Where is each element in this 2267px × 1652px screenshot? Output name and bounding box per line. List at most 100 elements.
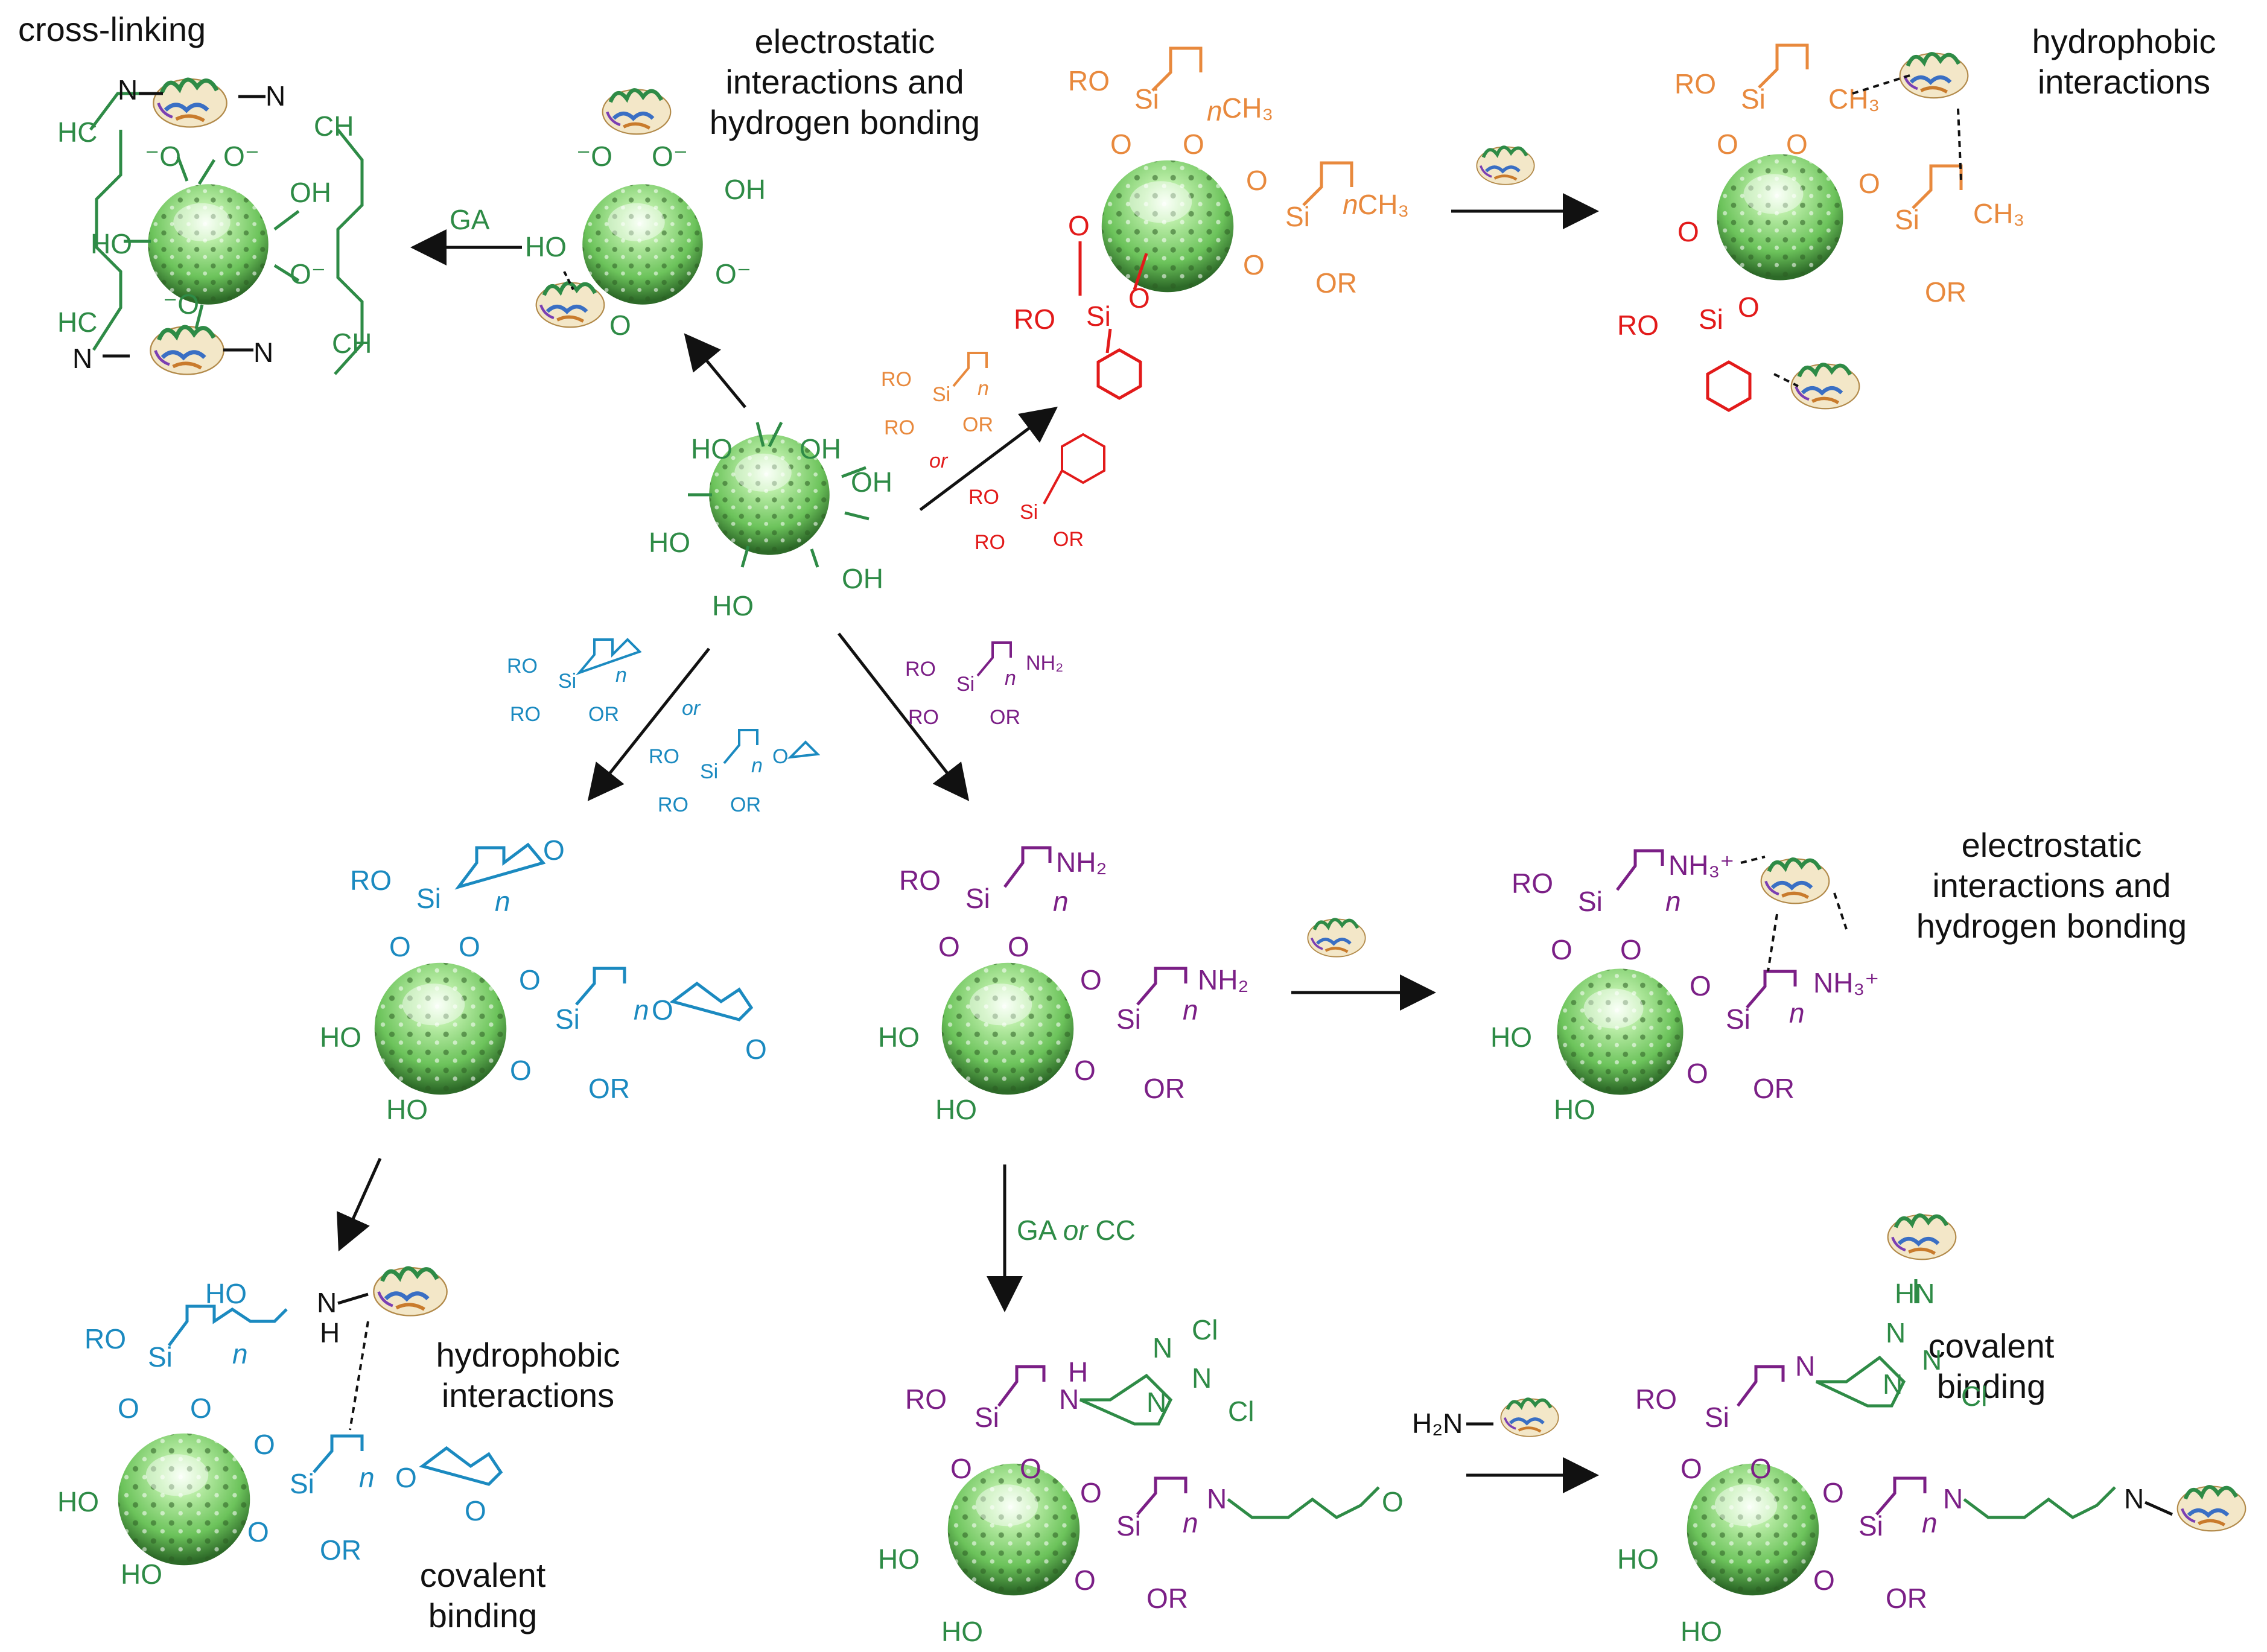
svg-text:n: n (634, 994, 649, 1026)
svg-text:O: O (1551, 934, 1572, 965)
svg-text:N: N (1886, 1317, 1906, 1349)
svg-text:OR: OR (1886, 1583, 1927, 1614)
svg-text:hydrophobic: hydrophobic (436, 1336, 620, 1374)
svg-text:O: O (1690, 970, 1711, 1002)
svg-text:O: O (1080, 1477, 1102, 1508)
svg-text:O: O (190, 1393, 212, 1424)
svg-text:CH₃: CH₃ (1973, 198, 2024, 229)
enzyme-icon (1900, 54, 1968, 98)
svg-text:HC: HC (57, 307, 97, 338)
particle-icon (1101, 160, 1234, 293)
svg-text:n: n (751, 754, 763, 777)
caption-crosslinking: cross-linking (18, 10, 206, 48)
svg-text:n: n (232, 1338, 248, 1370)
particle-icon (1717, 154, 1843, 281)
enzyme-icon (536, 283, 605, 328)
enzyme-icon (1888, 1215, 1956, 1260)
svg-text:Si: Si (975, 1402, 999, 1433)
reagent-or: or (682, 697, 701, 720)
reagent-alkyl-silane: RO Si RO OR n (881, 352, 993, 439)
svg-text:OR: OR (588, 703, 619, 726)
svg-text:n: n (1343, 189, 1358, 220)
svg-text:Si: Si (1020, 501, 1038, 524)
particle-icon (1557, 968, 1684, 1095)
svg-text:HO: HO (649, 527, 690, 558)
svg-text:O⁻: O⁻ (223, 141, 259, 172)
svg-text:O: O (1080, 964, 1102, 996)
reagent-epoxy-silane: RO Si RO OR n (507, 638, 642, 726)
caption-covalent-left: covalent binding (420, 1556, 546, 1635)
svg-text:Si: Si (932, 383, 950, 406)
svg-text:O: O (950, 1453, 972, 1484)
enzyme-icon (1761, 859, 1830, 904)
svg-text:OR: OR (990, 706, 1020, 729)
svg-text:HO: HO (712, 590, 754, 621)
svg-text:O: O (772, 745, 788, 768)
reagent-amino-silane: RO Si RO OR n NH₂ (905, 641, 1063, 729)
svg-text:electrostatic: electrostatic (1962, 826, 2142, 864)
svg-text:n: n (978, 377, 989, 400)
svg-text:binding: binding (1937, 1367, 2046, 1405)
arrow-to-epoxy (587, 647, 710, 801)
svg-text:binding: binding (428, 1596, 538, 1635)
svg-text:interactions and: interactions and (1932, 866, 2170, 904)
caption-electrostatic-top: electrostatic interactions and hydrogen … (710, 22, 980, 141)
svg-text:HO: HO (121, 1558, 162, 1590)
svg-text:RO: RO (905, 1384, 947, 1415)
particle-icon (374, 962, 507, 1095)
svg-text:HO: HO (320, 1021, 361, 1053)
svg-text:n: n (1183, 1507, 1198, 1539)
svg-text:O: O (1750, 1453, 1772, 1484)
svg-text:O: O (247, 1516, 269, 1548)
svg-text:n: n (1207, 95, 1223, 127)
reagent-ga: GA (450, 204, 490, 235)
svg-text:HO: HO (525, 231, 567, 262)
svg-text:N: N (1943, 1483, 1963, 1514)
enzyme-icon (374, 1268, 447, 1315)
svg-text:HC: HC (57, 116, 97, 148)
svg-text:RO: RO (968, 486, 999, 509)
svg-text:HO: HO (386, 1094, 428, 1125)
svg-text:OR: OR (1146, 1583, 1188, 1614)
enzyme-icon (603, 90, 671, 135)
svg-text:hydrogen bonding: hydrogen bonding (1916, 907, 2187, 945)
svg-text:⁻O: ⁻O (576, 141, 612, 172)
svg-text:O: O (253, 1429, 275, 1460)
svg-text:OR: OR (962, 413, 993, 436)
svg-text:electrostatic: electrostatic (755, 22, 935, 60)
svg-text:OR: OR (1753, 1073, 1795, 1104)
svg-text:OH: OH (724, 174, 766, 205)
enzyme-icon (1501, 1399, 1558, 1436)
enzyme-icon (153, 79, 226, 127)
svg-text:covalent: covalent (420, 1556, 546, 1594)
svg-text:OH: OH (290, 177, 331, 208)
svg-text:N: N (72, 343, 92, 374)
svg-text:Si: Si (965, 883, 990, 914)
svg-text:NH₃⁺: NH₃⁺ (1668, 850, 1734, 881)
svg-text:HO: HO (91, 228, 132, 259)
svg-text:N: N (1192, 1362, 1212, 1394)
epoxy-structure: RO Si O O n O O Si O n O OR O HO HO (320, 834, 767, 1125)
svg-text:NH₂: NH₂ (1026, 652, 1063, 675)
svg-text:N: N (1059, 1384, 1079, 1415)
covalent-structure: RO Si O O N O Si n N O OR HN N N N Cl N … (1617, 1215, 2245, 1647)
arrow-to-hydrophobic-silane (919, 407, 1058, 511)
svg-text:HO: HO (205, 1278, 247, 1309)
particle-icon (582, 184, 703, 305)
svg-text:RO: RO (507, 655, 538, 678)
svg-text:⁻O: ⁻O (163, 288, 199, 320)
svg-text:HO: HO (941, 1616, 983, 1647)
svg-text:n: n (1789, 997, 1805, 1029)
crosslink-structure: HC N N CH ⁻O O⁻ OH HO O⁻ ⁻O HC N N CH (57, 74, 372, 375)
svg-text:CH: CH (332, 328, 372, 359)
svg-text:O: O (1183, 129, 1204, 160)
svg-text:O: O (1243, 249, 1265, 281)
enzyme-icon (150, 326, 223, 374)
svg-text:Si: Si (1086, 300, 1111, 332)
svg-text:Cl: Cl (1192, 1314, 1218, 1345)
svg-text:O: O (1813, 1565, 1835, 1596)
epoxy-bound-structure: RO Si O O HO n O Si n O O OR O N H HO HO (57, 1268, 503, 1590)
svg-text:OR: OR (1925, 276, 1967, 308)
enzyme-icon (1308, 919, 1365, 956)
svg-text:OR: OR (588, 1073, 630, 1104)
